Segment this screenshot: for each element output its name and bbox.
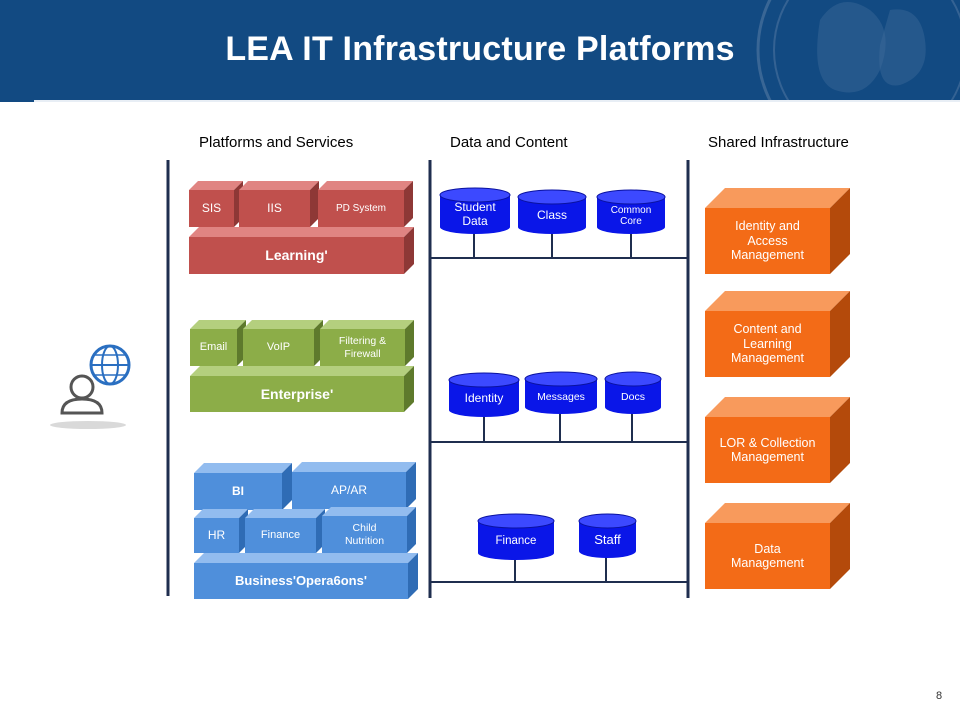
column-heading-shared: Shared Infrastructure	[708, 134, 849, 151]
staff-data-store[interactable]: Staff	[578, 513, 637, 558]
data-management-label: Data Management	[731, 541, 804, 570]
hr-block[interactable]: HR	[194, 509, 248, 553]
lor-collection-management-label: LOR & Collection Management	[719, 435, 816, 464]
class-data-label: Class	[536, 208, 567, 223]
learning-platform-label: Learning'	[265, 247, 328, 264]
bi-block[interactable]: BI	[194, 463, 292, 510]
identity-access-management-block[interactable]: Identity and Access Management	[705, 188, 850, 274]
column-heading-platforms: Platforms and Services	[199, 134, 354, 151]
ap-ar-block[interactable]: AP/AR	[292, 462, 416, 509]
business-operations-label: Business'Opera6ons'	[235, 572, 367, 588]
page-number: 8	[936, 690, 943, 702]
title-banner: LEA IT Infrastructure Platforms	[0, 0, 960, 102]
class-data-store[interactable]: Class	[517, 189, 587, 234]
pd-system-block[interactable]: PD System	[318, 181, 413, 227]
lor-collection-management-block[interactable]: LOR & Collection Management	[705, 397, 850, 483]
sis-block[interactable]: SIS	[189, 181, 243, 227]
hr-label: HR	[207, 527, 226, 542]
child-nutrition-block[interactable]: Child Nutrition	[322, 507, 416, 553]
content-learning-management-block[interactable]: Content and Learning Management	[705, 291, 850, 377]
email-label: Email	[199, 341, 228, 354]
staff-data-label: Staff	[594, 531, 621, 547]
university-seal-watermark	[756, 0, 960, 102]
learning-platform-block[interactable]: Learning'	[189, 227, 414, 274]
identity-access-management-label: Identity and Access Management	[731, 219, 804, 263]
voip-label: VoIP	[266, 341, 291, 354]
finance-data-label: Finance	[495, 535, 537, 548]
business-operations-block[interactable]: Business'Opera6ons'	[194, 553, 418, 599]
finance-data-store[interactable]: Finance	[477, 513, 555, 560]
student-data-label: Student Data	[454, 200, 496, 228]
email-block[interactable]: Email	[190, 320, 246, 366]
data-management-block[interactable]: Data Management	[705, 503, 850, 589]
docs-data-label: Docs	[621, 390, 645, 403]
enterprise-platform-block[interactable]: Enterprise'	[190, 366, 414, 412]
voip-block[interactable]: VoIP	[243, 320, 323, 366]
iis-label: IIS	[267, 200, 282, 215]
messages-data-label: Messages	[537, 390, 585, 403]
filtering-firewall-label: Filtering & Firewall	[338, 335, 387, 360]
common-core-label: Common Core	[610, 204, 652, 228]
iis-block[interactable]: IIS	[239, 181, 319, 227]
common-core-store[interactable]: Common Core	[596, 189, 666, 234]
pd-system-label: PD System	[335, 202, 386, 214]
ap-ar-label: AP/AR	[330, 482, 367, 497]
user-globe-icon	[50, 344, 131, 429]
column-heading-data: Data and Content	[450, 134, 568, 151]
bi-label: BI	[232, 483, 244, 498]
identity-data-label: Identity	[464, 391, 504, 406]
slide-title: LEA IT Infrastructure Platforms	[225, 30, 735, 68]
student-data-store[interactable]: Student Data	[439, 187, 511, 234]
content-learning-management-label: Content and Learning Management	[731, 322, 804, 366]
enterprise-platform-label: Enterprise'	[260, 385, 334, 402]
child-nutrition-label: Child Nutrition	[344, 522, 385, 547]
identity-data-store[interactable]: Identity	[448, 372, 520, 417]
filtering-firewall-block[interactable]: Filtering & Firewall	[320, 320, 414, 366]
sis-label: SIS	[201, 200, 222, 215]
messages-data-store[interactable]: Messages	[524, 371, 598, 414]
header-divider	[34, 100, 960, 102]
finance-app-label: Finance	[260, 529, 301, 542]
docs-data-store[interactable]: Docs	[604, 371, 662, 414]
finance-app-block[interactable]: Finance	[245, 509, 325, 553]
